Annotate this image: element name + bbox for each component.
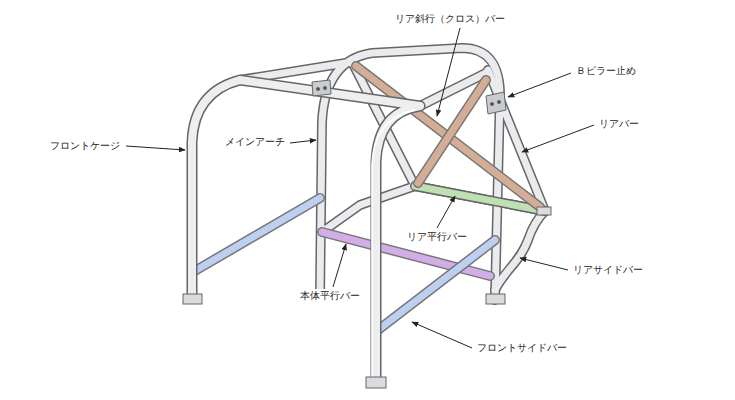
front-side-bar — [193, 198, 495, 330]
part-label: メインアーチ — [223, 135, 287, 148]
b-pillar-plate — [312, 80, 506, 114]
part-label: フロントサイドバー — [475, 341, 569, 354]
front-cage — [192, 80, 420, 382]
part-label: リアサイドバー — [571, 263, 645, 276]
part-label: リアバー — [597, 117, 641, 130]
part-label: 本体平行バー — [298, 289, 362, 302]
leader-line — [126, 28, 594, 348]
part-label: フロントケージ — [48, 139, 122, 152]
part-label: リア平行バー — [405, 230, 469, 243]
foot-plate — [183, 207, 551, 388]
part-label: リア斜行（クロス）バー — [393, 12, 507, 25]
part-label: Ｂピラー止め — [574, 64, 638, 77]
